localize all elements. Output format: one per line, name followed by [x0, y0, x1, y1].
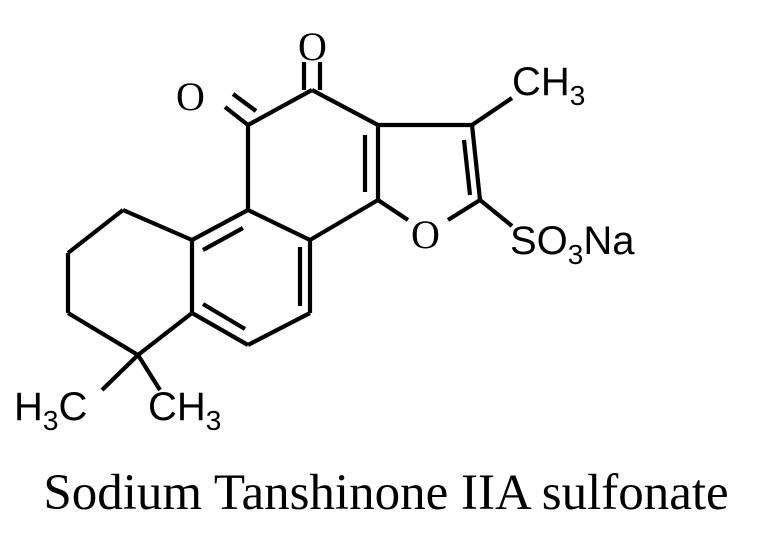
methyl-left-label: H3C: [14, 385, 87, 436]
methyl-top-main: CH: [512, 60, 570, 104]
sulfonate-na: Na: [583, 219, 635, 263]
bond: [247, 311, 311, 347]
oxygen-top-label: O: [298, 24, 327, 69]
methyl-right-sub: 3: [206, 405, 222, 436]
bond: [66, 311, 140, 357]
bond: [122, 208, 193, 242]
bond: [478, 198, 514, 228]
sulfonate-so: SO: [510, 219, 568, 263]
bond: [376, 198, 410, 222]
bond: [100, 353, 140, 392]
skeleton-bonds: [65, 88, 514, 392]
bond: [246, 88, 314, 127]
bond: [66, 208, 125, 255]
bond: [136, 311, 194, 357]
oxygen-left-label: O: [176, 74, 205, 119]
bond: [190, 311, 250, 347]
methyl-left-c: C: [58, 385, 87, 429]
oxygen-ring-label: O: [411, 212, 440, 257]
bond: [136, 353, 162, 392]
bond: [191, 208, 249, 242]
bond: [469, 124, 483, 201]
bond: [461, 139, 473, 196]
bond: [311, 88, 379, 127]
sulfonate-sub: 3: [568, 239, 584, 270]
molecular-structure-diagram: O O O CH3 SO3Na H3C CH3: [14, 24, 635, 436]
bond: [223, 105, 250, 127]
methyl-top-sub: 3: [570, 80, 586, 111]
atom-labels: O O O CH3 SO3Na H3C CH3: [14, 24, 635, 436]
bond: [446, 198, 482, 222]
bond: [201, 302, 247, 331]
compound-name-caption: Sodium Tanshinone IIA sulfonate: [43, 465, 729, 521]
bond: [470, 96, 514, 127]
bond: [231, 92, 258, 113]
methyl-left-h: H: [14, 385, 43, 429]
methyl-left-sub: 3: [43, 405, 59, 436]
methyl-top-label: CH3: [512, 60, 585, 111]
methyl-right-label: CH3: [148, 385, 221, 436]
bond: [247, 208, 311, 242]
bond: [201, 226, 245, 252]
bond: [308, 198, 380, 242]
sulfonate-label: SO3Na: [510, 219, 635, 270]
double-bonds: [201, 62, 473, 331]
methyl-right-main: CH: [148, 385, 206, 429]
